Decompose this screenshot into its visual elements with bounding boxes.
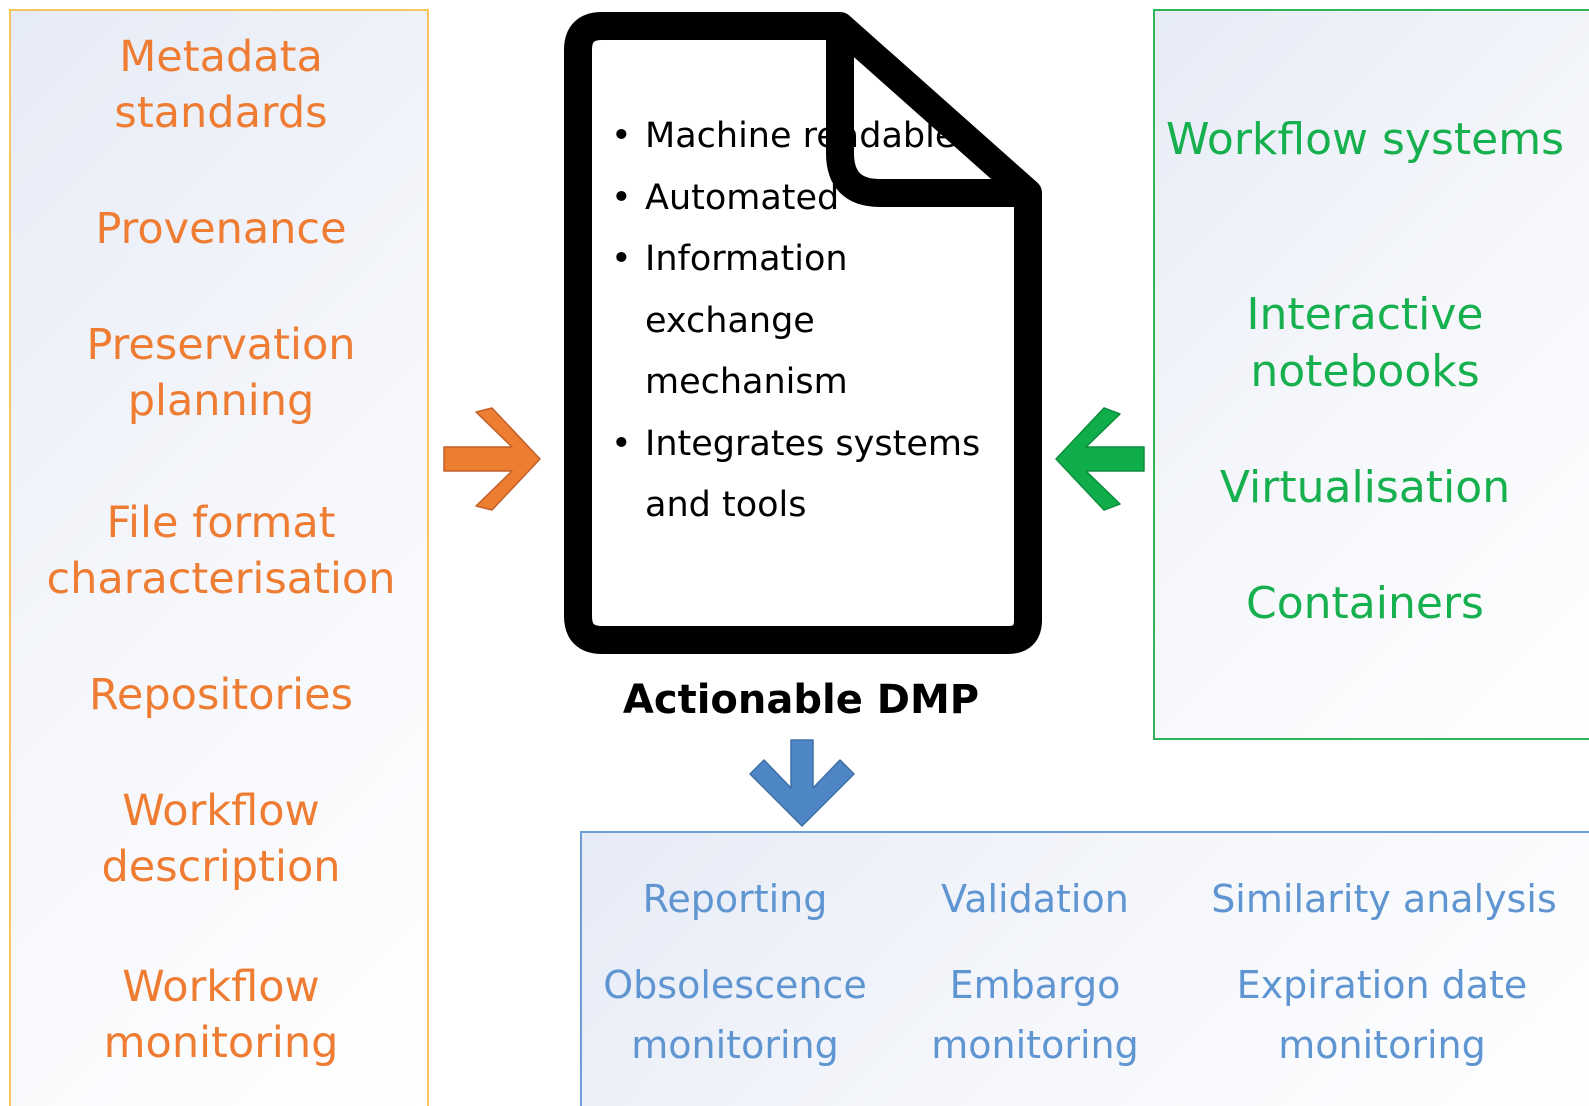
bottom-item-similarity-analysis: Similarity analysis bbox=[1194, 869, 1574, 929]
right-item-interactive-notebooks: Interactive notebooks bbox=[1155, 286, 1575, 400]
bottom-item-obsolescence-monitoring: Obsolescence monitoring bbox=[582, 955, 888, 1075]
bullet-text: Machine readable bbox=[645, 116, 957, 156]
right-item-virtualisation: Virtualisation bbox=[1155, 459, 1575, 516]
left-item-provenance: Provenance bbox=[11, 201, 431, 257]
left-item-preservation-planning: Preservation planning bbox=[11, 317, 431, 429]
left-item-label: Repositories bbox=[88, 670, 353, 720]
bottom-item-label: Expiration date monitoring bbox=[1236, 963, 1528, 1067]
right-item-label: Interactive notebooks bbox=[1246, 289, 1484, 397]
bullet-item-automated: • Automated bbox=[607, 168, 1027, 230]
bottom-item-label: Reporting bbox=[642, 877, 828, 921]
bottom-item-expiration-date-monitoring: Expiration date monitoring bbox=[1204, 955, 1560, 1075]
right-panel-computing-environments: Workflow systems Interactive notebooks V… bbox=[1153, 9, 1589, 740]
left-item-file-format-characterisation: File format characterisation bbox=[11, 495, 431, 607]
left-item-label: Provenance bbox=[95, 204, 347, 254]
left-pointing-arrow-icon bbox=[1055, 407, 1145, 511]
left-item-metadata-standards: Metadata standards bbox=[11, 29, 431, 141]
bullet-text: Information exchange mechanism bbox=[645, 239, 848, 402]
document-folded-corner bbox=[826, 26, 1028, 207]
document-icon bbox=[564, 12, 1042, 654]
bullet-item-integrates: • Integrates systems and tools bbox=[607, 414, 1027, 537]
left-panel-data-management: Metadata standards Provenance Preservati… bbox=[9, 9, 429, 1106]
bottom-item-reporting: Reporting bbox=[582, 869, 888, 929]
left-item-repositories: Repositories bbox=[11, 667, 431, 723]
bullet-text: Integrates systems and tools bbox=[645, 423, 981, 526]
down-pointing-arrow-icon bbox=[749, 739, 855, 827]
bottom-item-validation: Validation bbox=[900, 869, 1170, 929]
document-bullet-list: • Machine readable • Automated • Informa… bbox=[607, 106, 1027, 537]
bullet-text: Automated bbox=[645, 177, 840, 218]
document-title: Actionable DMP bbox=[622, 677, 980, 723]
bottom-item-label: Embargo monitoring bbox=[931, 963, 1139, 1067]
right-item-label: Containers bbox=[1246, 578, 1484, 629]
left-item-label: Workflow monitoring bbox=[103, 962, 339, 1068]
right-pointing-arrow-icon bbox=[443, 407, 541, 511]
bullet-dot-icon: • bbox=[611, 116, 632, 156]
left-item-workflow-monitoring: Workflow monitoring bbox=[11, 959, 431, 1071]
bottom-item-label: Obsolescence monitoring bbox=[603, 963, 867, 1067]
bottom-item-label: Validation bbox=[941, 877, 1129, 921]
bottom-item-label: Similarity analysis bbox=[1211, 877, 1557, 921]
bullet-item-machine-readable: • Machine readable bbox=[607, 106, 1027, 168]
left-item-label: File format characterisation bbox=[46, 498, 396, 604]
left-item-workflow-description: Workflow description bbox=[11, 783, 431, 895]
bottom-item-embargo-monitoring: Embargo monitoring bbox=[900, 955, 1170, 1075]
right-item-label: Virtualisation bbox=[1219, 462, 1511, 513]
right-item-containers: Containers bbox=[1155, 575, 1575, 632]
bullet-dot-icon: • bbox=[611, 177, 632, 218]
right-item-label: Workflow systems bbox=[1165, 114, 1565, 165]
bullet-dot-icon: • bbox=[611, 423, 632, 464]
bullet-dot-icon: • bbox=[611, 239, 632, 279]
bottom-panel-services: Reporting Validation Similarity analysis… bbox=[580, 831, 1589, 1106]
right-item-workflow-systems: Workflow systems bbox=[1155, 111, 1575, 168]
left-item-label: Workflow description bbox=[101, 786, 341, 892]
left-item-label: Metadata standards bbox=[114, 32, 328, 138]
left-item-label: Preservation planning bbox=[86, 320, 356, 426]
bullet-item-information-exchange: • Information exchange mechanism bbox=[607, 229, 1027, 414]
